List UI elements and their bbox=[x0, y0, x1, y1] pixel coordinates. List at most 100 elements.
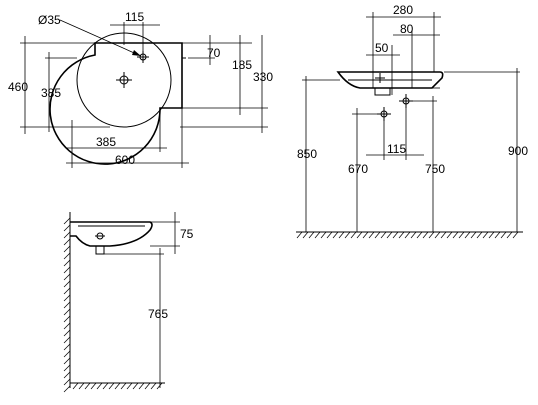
hatch-stroke bbox=[386, 231, 393, 239]
hatch-stroke bbox=[302, 231, 309, 239]
hatch-stroke bbox=[78, 382, 85, 390]
dim-50-label: 50 bbox=[375, 41, 389, 55]
hatch-stroke bbox=[63, 322, 71, 330]
hatch-stroke bbox=[338, 231, 345, 239]
hatch-stroke bbox=[446, 231, 453, 239]
dim-850-label: 850 bbox=[297, 147, 317, 161]
hole-diameter-label: Ø35 bbox=[38, 13, 61, 27]
hatch-stroke bbox=[63, 280, 71, 288]
hatch-stroke bbox=[108, 382, 115, 390]
hatch-stroke bbox=[434, 231, 441, 239]
hatch-stroke bbox=[150, 382, 157, 390]
hatch-stroke bbox=[368, 231, 375, 239]
basin-outline-side bbox=[70, 221, 153, 247]
hole-leader-arrow bbox=[132, 50, 141, 56]
hatch-stroke bbox=[308, 231, 315, 239]
front-view: 280 80 50 850 670 750 900 115 bbox=[296, 3, 528, 239]
hatch-stroke bbox=[63, 245, 71, 253]
hatch-stroke bbox=[380, 231, 387, 239]
hatch-stroke bbox=[114, 382, 121, 390]
hatch-stroke bbox=[63, 294, 71, 302]
hatch-stroke bbox=[63, 266, 71, 274]
hatch-stroke bbox=[102, 382, 109, 390]
hatch-stroke bbox=[374, 231, 381, 239]
hatch-stroke bbox=[362, 231, 369, 239]
siphon-side bbox=[95, 245, 105, 255]
hatch-stroke bbox=[126, 382, 133, 390]
dim-765-label: 765 bbox=[148, 307, 168, 321]
hatch-stroke bbox=[63, 336, 71, 344]
hatch-stroke bbox=[63, 371, 71, 379]
dim-75-label: 75 bbox=[180, 227, 194, 241]
hatch-stroke bbox=[63, 364, 71, 372]
dim-185-label: 185 bbox=[232, 58, 252, 72]
hatch-stroke bbox=[63, 273, 71, 281]
side-floor-hatching bbox=[72, 382, 163, 390]
dim-385-h-label: 385 bbox=[96, 135, 116, 149]
hatch-stroke bbox=[470, 231, 477, 239]
pipe-connection-right-icon bbox=[399, 94, 413, 108]
drain-crosshair-icon bbox=[116, 72, 132, 88]
hatch-stroke bbox=[96, 382, 103, 390]
dim-460-label: 460 bbox=[8, 80, 28, 94]
dim-750-label: 750 bbox=[425, 162, 445, 176]
hatch-stroke bbox=[63, 357, 71, 365]
top-view: Ø35 115 70 185 330 460 385 385 600 bbox=[8, 10, 273, 168]
hatch-stroke bbox=[392, 231, 399, 239]
hatch-stroke bbox=[144, 382, 151, 390]
hatch-stroke bbox=[63, 315, 71, 323]
hatch-stroke bbox=[350, 231, 357, 239]
hatch-stroke bbox=[404, 231, 411, 239]
hatch-stroke bbox=[63, 252, 71, 260]
hatch-stroke bbox=[120, 382, 127, 390]
hatch-stroke bbox=[500, 231, 507, 239]
hatch-stroke bbox=[296, 231, 303, 239]
hole-leader bbox=[59, 19, 142, 57]
floor-hatching bbox=[296, 231, 519, 239]
hatch-stroke bbox=[488, 231, 495, 239]
hatch-stroke bbox=[156, 382, 163, 390]
hatch-stroke bbox=[63, 308, 71, 316]
dim-385-v-label: 385 bbox=[41, 86, 61, 100]
hatch-stroke bbox=[63, 224, 71, 232]
hatch-stroke bbox=[63, 378, 71, 386]
tap-hole-icon bbox=[137, 51, 149, 63]
hatch-stroke bbox=[422, 231, 429, 239]
hatch-stroke bbox=[476, 231, 483, 239]
hatch-stroke bbox=[138, 382, 145, 390]
dim-80-label: 80 bbox=[400, 22, 414, 36]
hatch-stroke bbox=[72, 382, 79, 390]
side-view: 75 765 bbox=[63, 212, 194, 393]
hatch-stroke bbox=[63, 287, 71, 295]
hatch-stroke bbox=[63, 259, 71, 267]
hatch-stroke bbox=[416, 231, 423, 239]
hatch-stroke bbox=[63, 301, 71, 309]
hatch-stroke bbox=[320, 231, 327, 239]
hatch-stroke bbox=[84, 382, 91, 390]
hatch-stroke bbox=[90, 382, 97, 390]
hatch-stroke bbox=[482, 231, 489, 239]
hatch-stroke bbox=[410, 231, 417, 239]
drain-marker-side-icon bbox=[95, 232, 105, 240]
dim-front-115-label: 115 bbox=[387, 142, 406, 156]
dim-670-label: 670 bbox=[348, 162, 368, 176]
hatch-stroke bbox=[452, 231, 459, 239]
dim-900-label: 900 bbox=[508, 144, 528, 158]
hatch-stroke bbox=[458, 231, 465, 239]
hatch-stroke bbox=[428, 231, 435, 239]
dim-330-label: 330 bbox=[253, 70, 273, 84]
dim-70-label: 70 bbox=[207, 46, 221, 60]
hatch-stroke bbox=[464, 231, 471, 239]
hatch-stroke bbox=[512, 231, 519, 239]
hatch-stroke bbox=[356, 231, 363, 239]
hatch-stroke bbox=[314, 231, 321, 239]
hatch-stroke bbox=[63, 231, 71, 239]
hatch-stroke bbox=[440, 231, 447, 239]
hatch-stroke bbox=[332, 231, 339, 239]
hatch-stroke bbox=[63, 217, 71, 225]
hatch-stroke bbox=[63, 385, 71, 393]
dim-600-label: 600 bbox=[115, 153, 135, 167]
dim-115-top-label: 115 bbox=[125, 10, 144, 24]
hatch-stroke bbox=[63, 350, 71, 358]
